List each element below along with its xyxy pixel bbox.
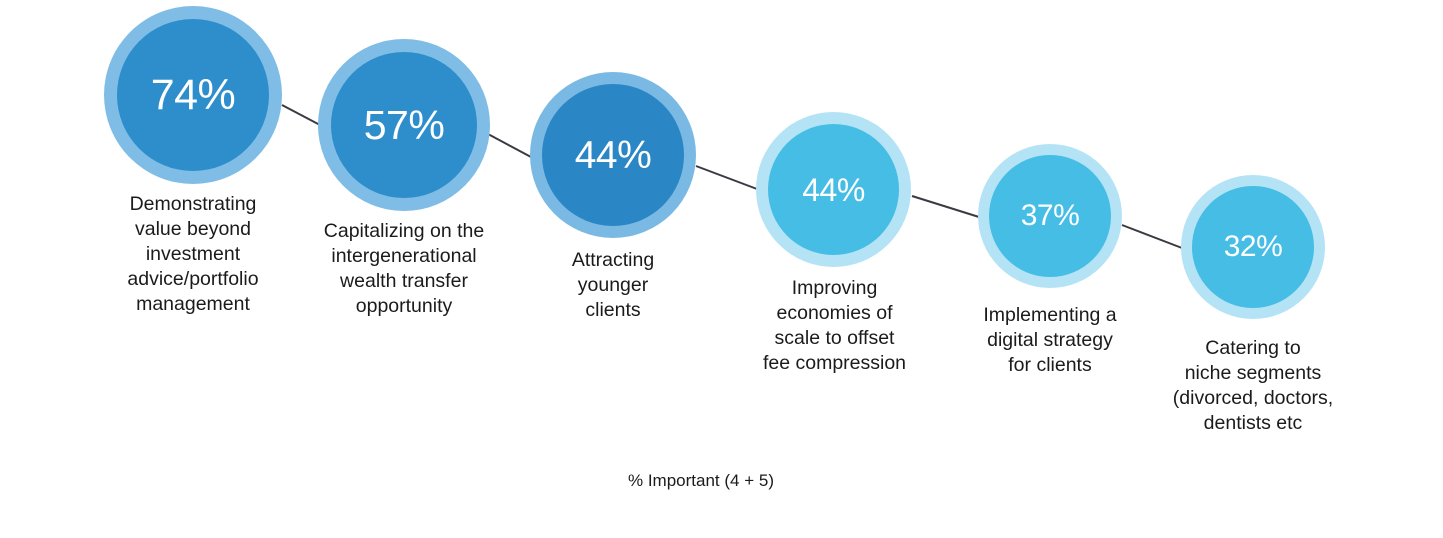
- bubble-value-2: 57%: [363, 101, 445, 148]
- bubble-label-1: Demonstrating value beyond investment ad…: [127, 193, 259, 315]
- bubble-ring-3: 44%: [530, 72, 696, 238]
- bubble-label-6: Catering to niche segments (divorced, do…: [1172, 337, 1334, 434]
- bubble-core-4: 44%: [768, 124, 899, 255]
- bubble-core-5: 37%: [989, 155, 1111, 277]
- bubble-ring-6: 32%: [1181, 175, 1325, 319]
- bubble-ring-5: 37%: [978, 144, 1122, 288]
- bubble-core-2: 57%: [331, 52, 477, 198]
- bubble-label-3: Attracting younger clients: [571, 249, 655, 321]
- connector-line-5-6: [1121, 224, 1183, 249]
- bubble-group-4[interactable]: 44%: [756, 112, 911, 267]
- connector-line-2-3: [487, 133, 532, 158]
- bubble-label-5: Implementing a digital strategy for clie…: [983, 304, 1117, 376]
- bubble-ring-1: 74%: [104, 6, 282, 184]
- bubble-core-1: 74%: [117, 19, 269, 171]
- bubble-ring-4: 44%: [756, 112, 911, 267]
- bubble-value-4: 44%: [802, 171, 865, 208]
- bubble-core-6: 32%: [1192, 186, 1314, 308]
- bubble-group-3[interactable]: 44%: [530, 72, 696, 238]
- chart-footnote: % Important (4 + 5): [628, 471, 774, 490]
- connector-line-3-4: [695, 165, 758, 190]
- bubble-label-4: Improving economies of scale to offset f…: [762, 277, 907, 374]
- bubble-ring-2: 57%: [318, 39, 490, 211]
- connector-line-1-2: [281, 104, 321, 126]
- bubble-value-5: 37%: [1020, 199, 1080, 232]
- bubble-group-2[interactable]: 57%: [318, 39, 490, 211]
- bubble-group-1[interactable]: 74%: [104, 6, 282, 184]
- bubble-group-5[interactable]: 37%: [978, 144, 1122, 288]
- bubble-label-2: Capitalizing on the intergenerational we…: [323, 220, 485, 317]
- bubble-value-3: 44%: [574, 133, 652, 177]
- bubble-value-6: 32%: [1223, 230, 1283, 263]
- bubble-group-6[interactable]: 32%: [1181, 175, 1325, 319]
- bubble-value-1: 74%: [150, 70, 236, 119]
- connector-line-4-5: [911, 195, 980, 218]
- bubble-core-3: 44%: [542, 84, 684, 226]
